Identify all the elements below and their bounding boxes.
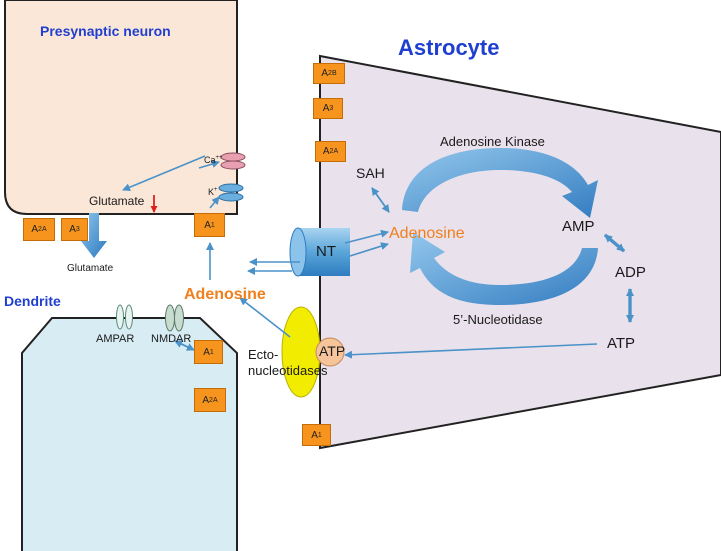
amp-label: AMP [562, 218, 595, 235]
astrocyte-title: Astrocyte [398, 35, 500, 60]
ca-channel-bottom [220, 160, 246, 170]
arrow-a1-to-k [209, 196, 220, 209]
receptor-sub: 3 [329, 105, 334, 112]
glutamate-inside-label: Glutamate [89, 194, 145, 208]
receptor-main: A [31, 224, 39, 235]
adenosine-extracellular-label: Adenosine [184, 286, 266, 303]
sah-label: SAH [356, 165, 385, 181]
receptor-sub: 3 [75, 226, 80, 233]
k-superscript: + [214, 187, 218, 193]
receptor-main: A [69, 224, 76, 235]
receptor-main: A [321, 68, 329, 79]
receptor-main: A [204, 219, 211, 231]
ca-superscript: ++ [215, 155, 223, 161]
atp-ext-label: ATP [319, 343, 346, 359]
arrow-a1-to-ca [198, 160, 220, 169]
receptor-main: A [322, 103, 330, 114]
ca-label: Ca++ [204, 155, 223, 165]
receptor-sub: 2A [38, 226, 47, 233]
receptor-sub: 2A [209, 396, 218, 404]
nucleotidase-label: 5’-Nucleotidase [453, 312, 543, 327]
nmdar-label: NMDAR [151, 333, 192, 345]
adp-label: ADP [615, 264, 646, 281]
ecto-label-1: Ecto- [248, 347, 279, 362]
receptor-sub: 1 [210, 221, 215, 229]
receptor-main: A [311, 429, 318, 441]
glutamate-released-label: Glutamate [67, 263, 114, 274]
ecto-label-2: nucleotidases [248, 363, 328, 378]
arrow-sah-up [371, 187, 390, 213]
adenosine-kinase-label: Adenosine Kinase [440, 134, 545, 149]
dendrite-title: Dendrite [4, 293, 61, 309]
receptor-main: A [202, 394, 210, 406]
receptor-sub: 1 [317, 431, 322, 439]
receptor-sub: 2A [329, 148, 339, 155]
arrow-a1-dendrite-back [174, 340, 195, 351]
nt-transporter [298, 228, 350, 276]
ca-text: Ca [204, 155, 216, 165]
arrow-amp-adp-b [603, 233, 626, 253]
receptor-sub: 2B [328, 70, 337, 77]
ampar-right [125, 304, 133, 330]
arrows [122, 155, 598, 359]
nmdar-left [165, 304, 175, 332]
k-channel-top [218, 183, 244, 193]
k-label: K+ [208, 187, 218, 197]
arrow-atp-to-ecto [344, 343, 598, 359]
presynaptic-neuron-body [4, 0, 238, 215]
nt-transporter-end [289, 227, 307, 277]
nmdar-right [174, 304, 184, 332]
thick-arrows [603, 233, 634, 323]
arrow-nt-in-1 [344, 229, 389, 244]
ecto-nucleotidase [281, 306, 321, 398]
astrocyte-body [319, 54, 721, 450]
adenosine-kinase-arrow [402, 148, 598, 218]
atp-astro-label: ATP [607, 335, 636, 352]
receptor-main: A [203, 346, 210, 358]
receptor-sub: 1 [209, 348, 214, 356]
arrow-ca-to-glutamate [122, 155, 206, 192]
ca-channel-top [220, 152, 246, 162]
arrow-nt-in-2 [349, 242, 389, 257]
atp-circle [315, 337, 345, 367]
nt-label: NT [316, 243, 336, 260]
k-channel-bottom [218, 192, 244, 202]
arrow-ecto-to-adenosine [239, 297, 291, 338]
adenosine-astro-label: Adenosine [389, 225, 465, 242]
ampar-label: AMPAR [96, 333, 135, 345]
glutamate-release-arrow [81, 213, 107, 258]
presynaptic-neuron-title: Presynaptic neuron [40, 23, 171, 39]
nucleotidase-arrow [410, 232, 598, 305]
k-text: K [208, 187, 215, 197]
receptor-main: A [322, 146, 330, 157]
ampar-left [116, 304, 124, 330]
